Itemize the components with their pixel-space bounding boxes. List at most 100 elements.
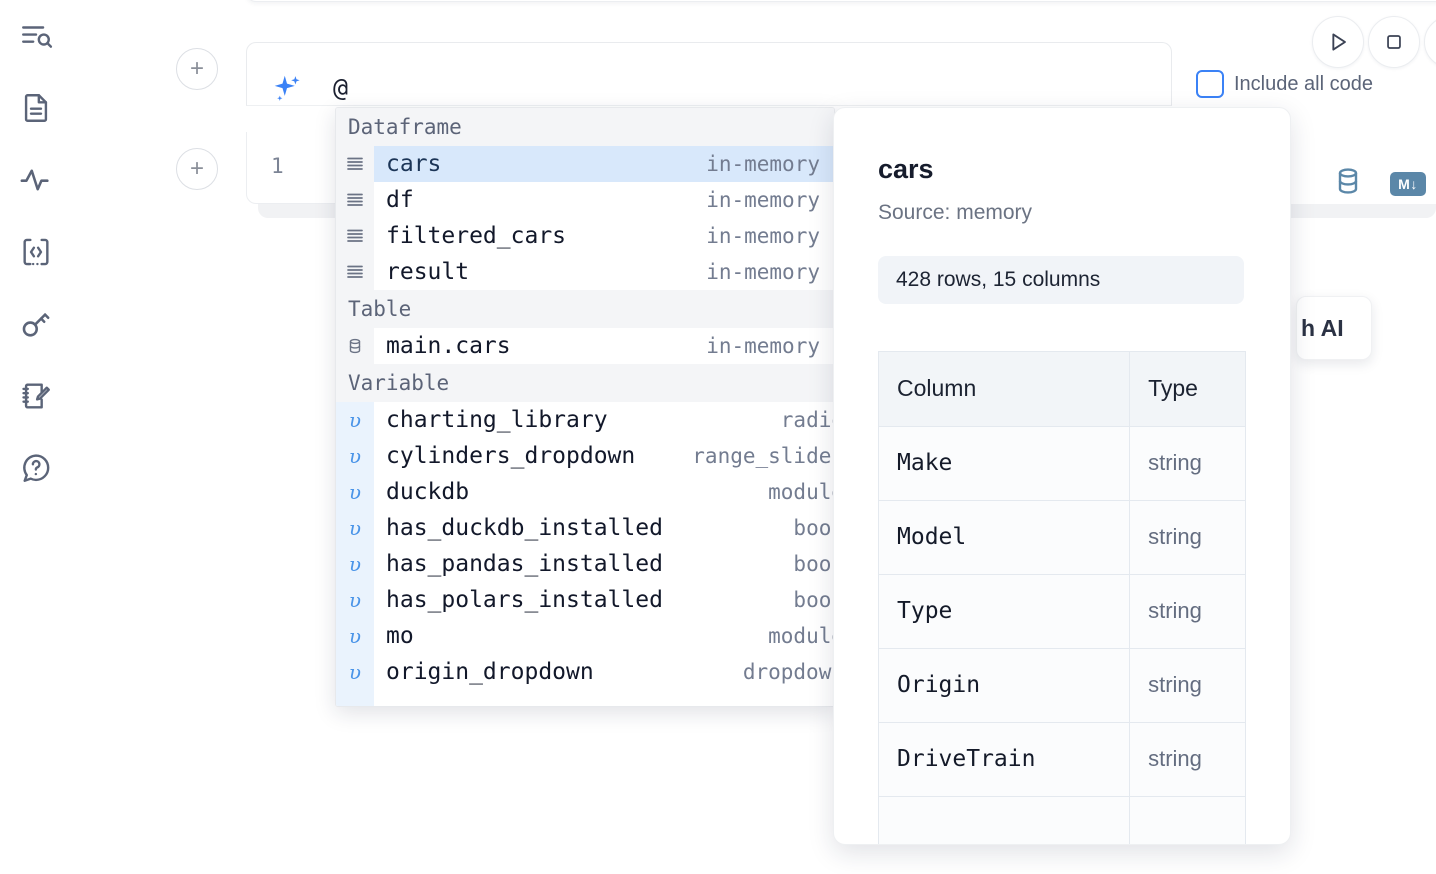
item-name: duckdb: [386, 479, 470, 505]
sparkle-icon: [269, 71, 305, 112]
item-type: in-memory: [706, 188, 820, 212]
group-header-variable: Variable: [336, 364, 834, 402]
group-header-dataframe: Dataframe: [336, 108, 834, 146]
cell-column: [879, 796, 1131, 844]
item-type: bool: [793, 552, 834, 576]
run-button[interactable]: [1312, 16, 1364, 68]
variable-icon: υ: [336, 654, 374, 690]
item-name: df: [386, 187, 414, 213]
autocomplete-item-df[interactable]: df in-memory: [336, 182, 834, 218]
dataframe-icon: [336, 182, 374, 218]
more-button[interactable]: [1424, 16, 1436, 68]
item-type: in-memory: [706, 152, 820, 176]
item-name: main.cars: [386, 333, 511, 359]
add-cell-above-button[interactable]: +: [176, 48, 218, 90]
markdown-badge[interactable]: M↓: [1390, 171, 1426, 196]
stop-button[interactable]: [1368, 16, 1420, 68]
explore-icon[interactable]: [14, 14, 58, 58]
cell-type: string: [1129, 648, 1245, 723]
include-all-code-label: Include all code: [1234, 72, 1373, 95]
group-header-table: Table: [336, 290, 834, 328]
include-all-code-row[interactable]: Include all code: [1196, 70, 1373, 98]
autocomplete-dropdown[interactable]: Dataframe cars in-memory df in-memory fi…: [335, 107, 835, 707]
variable-icon: [336, 690, 374, 706]
dataframe-icon: [336, 218, 374, 254]
document-icon[interactable]: [14, 86, 58, 130]
autocomplete-item-main-cars[interactable]: main.cars in-memory: [336, 328, 834, 364]
dataframe-icon: [336, 146, 374, 182]
variable-icon: υ: [336, 546, 374, 582]
variable-icon: υ: [336, 618, 374, 654]
table-row: Make string: [879, 426, 1245, 501]
variable-icon: υ: [336, 474, 374, 510]
line-number: 1: [271, 154, 284, 178]
item-type: bool: [793, 516, 834, 540]
autocomplete-item-has-pandas-installed[interactable]: υ has_pandas_installed bool: [336, 546, 834, 582]
database-icon[interactable]: [1332, 165, 1364, 202]
item-name: filtered_cars: [386, 223, 567, 249]
item-name: cylinders_dropdown: [386, 443, 636, 469]
sidebar-rail: [0, 0, 72, 874]
cell-column: Make: [879, 426, 1131, 501]
code-snippet-icon[interactable]: [14, 230, 58, 274]
item-type: in-memory: [706, 334, 820, 358]
cell-column: Origin: [879, 648, 1131, 723]
activity-icon[interactable]: [14, 158, 58, 202]
cell-type: string: [1129, 574, 1245, 649]
column-header-type: Type: [1129, 352, 1245, 427]
variable-icon: υ: [336, 438, 374, 474]
variable-icon: υ: [336, 402, 374, 438]
item-type: dropdown: [742, 660, 835, 684]
item-name: cars: [386, 151, 442, 177]
include-all-code-checkbox[interactable]: [1196, 70, 1224, 98]
preview-shape-badge: 428 rows, 15 columns: [878, 256, 1244, 304]
item-type: module: [768, 624, 834, 648]
cell-column: DriveTrain: [879, 722, 1131, 797]
ai-tooltip: h AI: [1296, 296, 1372, 360]
item-type: bool: [793, 588, 834, 612]
table-header-row: Column Type: [879, 352, 1245, 427]
item-name: has_pandas_installed: [386, 551, 663, 577]
key-icon[interactable]: [14, 302, 58, 346]
item-name: mo: [386, 623, 414, 649]
item-name: has_polars_installed: [386, 587, 663, 613]
autocomplete-item-has-duckdb-installed[interactable]: υ has_duckdb_installed bool: [336, 510, 834, 546]
cell-column: Model: [879, 500, 1131, 575]
cell-type: [1129, 796, 1245, 844]
autocomplete-item-duckdb[interactable]: υ duckdb module: [336, 474, 834, 510]
autocomplete-item-filtered-cars[interactable]: filtered_cars in-memory: [336, 218, 834, 254]
autocomplete-item-clipped[interactable]: [336, 690, 834, 706]
cell-type: string: [1129, 500, 1245, 575]
item-type: module: [768, 480, 834, 504]
dataframe-preview-panel: cars Source: memory 428 rows, 15 columns…: [833, 107, 1291, 845]
item-name: result: [386, 259, 470, 285]
cell-type: string: [1129, 722, 1245, 797]
variable-icon: υ: [336, 582, 374, 618]
autocomplete-item-cylinders-dropdown[interactable]: υ cylinders_dropdown range_slider: [336, 438, 834, 474]
cell-top-edge: [246, 0, 1436, 2]
preview-title: cars: [878, 154, 934, 184]
cell-type: string: [1129, 426, 1245, 501]
autocomplete-item-mo[interactable]: υ mo module: [336, 618, 834, 654]
item-type: in-memory: [706, 260, 820, 284]
preview-schema-table: Column Type Make string Model string Typ…: [878, 351, 1246, 844]
add-cell-below-button[interactable]: +: [176, 148, 218, 190]
autocomplete-item-charting-library[interactable]: υ charting_library radio: [336, 402, 834, 438]
cell-actions: M↓: [1332, 165, 1426, 202]
autocomplete-item-has-polars-installed[interactable]: υ has_polars_installed bool: [336, 582, 834, 618]
dataframe-icon: [336, 254, 374, 290]
autocomplete-item-origin-dropdown[interactable]: υ origin_dropdown dropdown: [336, 654, 834, 690]
edit-notebook-icon[interactable]: [14, 374, 58, 418]
autocomplete-item-result[interactable]: result in-memory: [336, 254, 834, 290]
prompt-input-value[interactable]: @: [333, 73, 348, 102]
table-row-clipped: [879, 796, 1245, 844]
column-header-column: Column: [879, 352, 1131, 427]
ai-prompt-box[interactable]: @: [246, 42, 1172, 147]
item-type: range_slider: [692, 444, 835, 468]
table-row: DriveTrain string: [879, 722, 1245, 797]
help-icon[interactable]: [14, 446, 58, 490]
autocomplete-item-cars[interactable]: cars in-memory: [336, 146, 834, 182]
item-type: in-memory: [706, 224, 820, 248]
table-row: Origin string: [879, 648, 1245, 723]
